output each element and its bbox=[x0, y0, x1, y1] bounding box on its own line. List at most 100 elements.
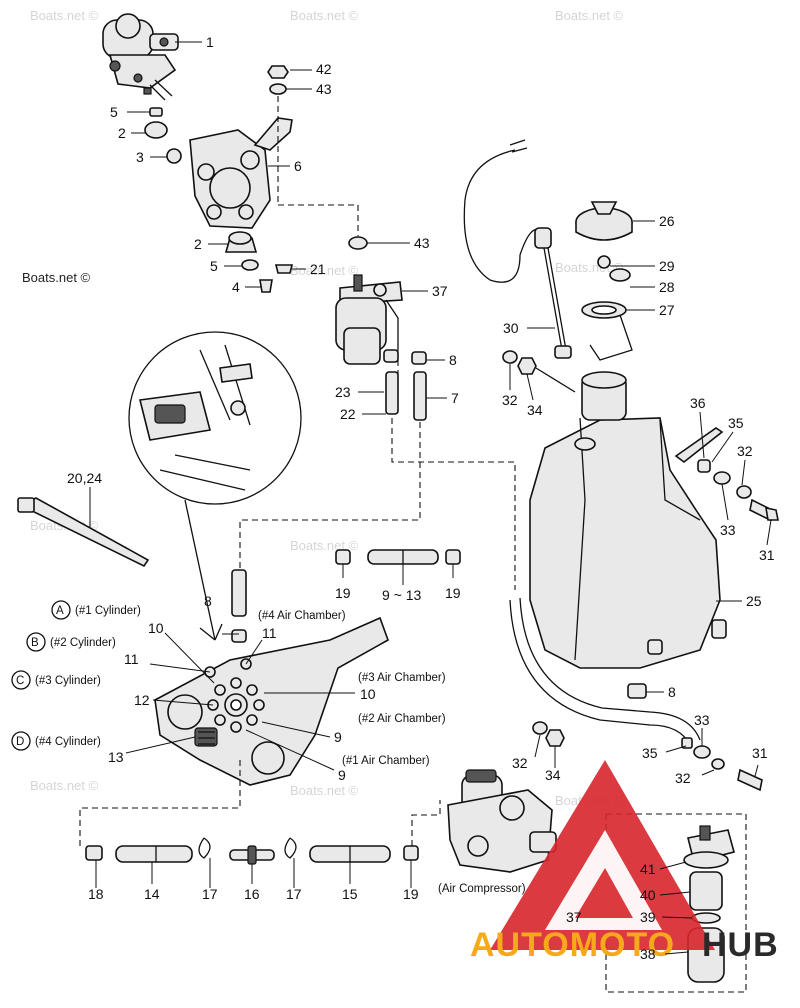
cylinder-a-marker bbox=[51, 600, 71, 620]
manifold-ports bbox=[204, 658, 265, 733]
part-6-bracket bbox=[189, 117, 293, 229]
callout-7: 7 bbox=[451, 390, 459, 406]
callout-17: 17 bbox=[202, 886, 218, 902]
parts-32-34-bolt bbox=[502, 350, 576, 393]
part-30-oil-level-sensor bbox=[463, 139, 572, 359]
callout-33: 33 bbox=[694, 712, 710, 728]
callout-41: 41 bbox=[640, 861, 656, 877]
callout-13: 13 bbox=[108, 749, 124, 765]
detail-magnifier bbox=[128, 331, 302, 641]
callout-30: 30 bbox=[503, 320, 519, 336]
watermark: Boats.net © bbox=[555, 8, 624, 23]
callout-14: 14 bbox=[144, 886, 160, 902]
callout-28: 28 bbox=[659, 279, 675, 295]
cylinder-c-letter: C bbox=[16, 675, 24, 687]
air-chamber-3-label: (#3 Air Chamber) bbox=[358, 672, 446, 684]
cylinder-c-label: (#3 Cylinder) bbox=[35, 675, 101, 687]
callout-10: 10 bbox=[148, 620, 164, 636]
cylinder-a-letter: A bbox=[56, 605, 64, 617]
callout-6: 6 bbox=[294, 158, 302, 174]
callout-27: 27 bbox=[659, 302, 675, 318]
parts-32-34-bottom-bolt bbox=[532, 721, 565, 747]
parts-5-2-3-grommets bbox=[144, 107, 182, 164]
tank-outlet-hose bbox=[509, 597, 701, 746]
part-26-filler-cap bbox=[575, 201, 633, 241]
callout-25: 25 bbox=[746, 593, 762, 609]
parts-35-33-32-31-bottom-bolt bbox=[681, 737, 763, 792]
callout-9: 9 bbox=[338, 767, 346, 783]
callout-17: 17 bbox=[286, 886, 302, 902]
callout-8: 8 bbox=[204, 593, 212, 609]
callout-2: 2 bbox=[118, 125, 126, 141]
cylinder-b-letter: B bbox=[31, 637, 39, 649]
cylinder-legend: A (#1 Cylinder) B (#2 Cylinder) C (#3 Cy… bbox=[11, 600, 141, 751]
air-chamber-2-label: (#2 Air Chamber) bbox=[358, 713, 446, 725]
callout-32: 32 bbox=[675, 770, 691, 786]
callout-numbers: 1 42 43 5 2 3 6 43 2 5 21 4 37 26 29 28 … bbox=[67, 34, 775, 962]
leader-lines bbox=[89, 41, 772, 955]
air-chamber-labels: (#4 Air Chamber) (#3 Air Chamber) (#2 Ai… bbox=[258, 610, 526, 895]
air-chamber-4-label: (#4 Air Chamber) bbox=[258, 610, 346, 622]
callout-37: 37 bbox=[566, 909, 582, 925]
part-37-fuel-filter bbox=[335, 274, 403, 375]
callout-43: 43 bbox=[414, 235, 430, 251]
callout-35: 35 bbox=[642, 745, 658, 761]
logo-triangle-core bbox=[575, 868, 633, 918]
callout-32: 32 bbox=[502, 392, 518, 408]
callout-21: 21 bbox=[310, 261, 326, 277]
callout-40: 40 bbox=[640, 887, 656, 903]
callout-19: 19 bbox=[445, 585, 461, 601]
callout-20-24: 20,24 bbox=[67, 470, 102, 486]
logo-text-automoto: AUTOMOTO bbox=[470, 926, 675, 964]
callout-2: 2 bbox=[194, 236, 202, 252]
callout-43: 43 bbox=[316, 81, 332, 97]
callout-23: 23 bbox=[335, 384, 351, 400]
callout-39: 39 bbox=[640, 909, 656, 925]
callout-34: 34 bbox=[527, 402, 543, 418]
callout-12: 12 bbox=[134, 692, 150, 708]
air-chamber-manifold bbox=[154, 569, 389, 786]
cylinder-b-marker bbox=[26, 632, 46, 652]
callout-5: 5 bbox=[210, 258, 218, 274]
air-compressor-label: (Air Compressor) bbox=[438, 883, 526, 895]
callout-8: 8 bbox=[668, 684, 676, 700]
callout-9-13: 9 ~ 13 bbox=[382, 587, 422, 603]
callout-31: 31 bbox=[752, 745, 768, 761]
callout-15: 15 bbox=[342, 886, 358, 902]
callout-31: 31 bbox=[759, 547, 775, 563]
callout-19: 19 bbox=[403, 886, 419, 902]
part-1-valve-assembly bbox=[102, 13, 179, 101]
parts-29-28-27-seal bbox=[581, 255, 633, 361]
cylinder-d-marker bbox=[11, 731, 31, 751]
callout-10: 10 bbox=[360, 686, 376, 702]
parts-36-35-32-33-31-bracket bbox=[674, 427, 779, 522]
callout-36: 36 bbox=[690, 395, 706, 411]
callout-38: 38 bbox=[640, 946, 656, 962]
callout-26: 26 bbox=[659, 213, 675, 229]
callout-34: 34 bbox=[545, 767, 561, 783]
callout-8: 8 bbox=[449, 352, 457, 368]
callout-18: 18 bbox=[88, 886, 104, 902]
cylinder-d-label: (#4 Cylinder) bbox=[35, 736, 101, 748]
watermark: Boats.net © bbox=[30, 778, 99, 793]
watermark: Boats.net © bbox=[290, 783, 359, 798]
callout-16: 16 bbox=[244, 886, 260, 902]
callout-19: 19 bbox=[335, 585, 351, 601]
cylinder-a-label: (#1 Cylinder) bbox=[75, 605, 141, 617]
cylinder-b-label: (#2 Cylinder) bbox=[50, 637, 116, 649]
callout-33: 33 bbox=[720, 522, 736, 538]
callout-5: 5 bbox=[110, 104, 118, 120]
parts-2-5-4-21-mount bbox=[224, 231, 294, 293]
automotohub-logo: AUTOMOTO HUB bbox=[470, 760, 778, 964]
callout-22: 22 bbox=[340, 406, 356, 422]
watermark: Boats.net © bbox=[30, 8, 99, 23]
watermark: Boats.net © bbox=[290, 263, 359, 278]
watermark-main: Boats.net © bbox=[22, 270, 91, 285]
cylinder-c-marker bbox=[11, 670, 31, 690]
callout-3: 3 bbox=[136, 149, 144, 165]
callout-37: 37 bbox=[432, 283, 448, 299]
watermark: Boats.net © bbox=[290, 8, 359, 23]
callout-11: 11 bbox=[262, 625, 277, 641]
callout-1: 1 bbox=[206, 34, 214, 50]
